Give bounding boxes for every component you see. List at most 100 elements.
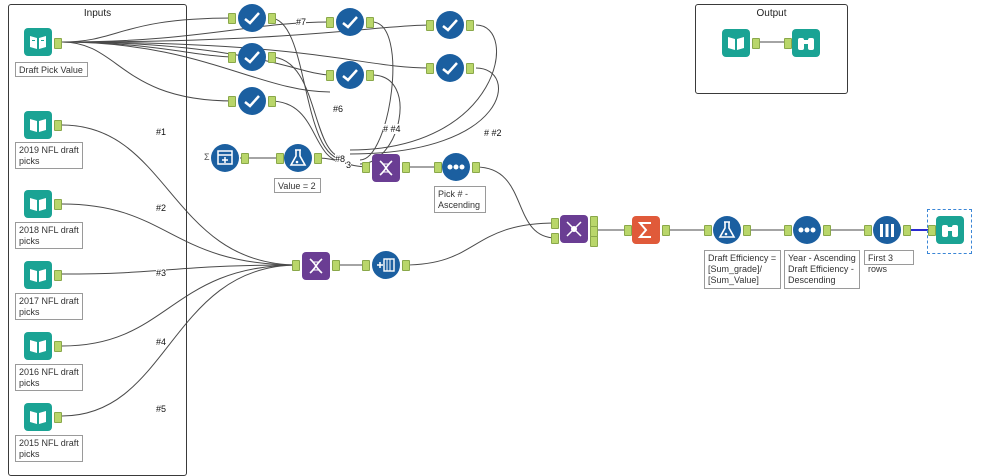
label-2017-nfl-draft-picks: 2017 NFL draft picks <box>15 293 83 320</box>
sigma-marker-icon: Σ <box>204 152 210 162</box>
checkmark-filter-icon <box>244 12 260 25</box>
dots-icon <box>798 227 816 233</box>
filter-tool-6[interactable] <box>436 11 464 39</box>
filter-tool-7[interactable] <box>436 54 464 82</box>
filter-tool-4[interactable] <box>336 8 364 36</box>
anchor[interactable] <box>903 225 911 236</box>
anchor[interactable] <box>366 70 374 81</box>
anchor[interactable] <box>928 225 936 236</box>
dots-icon <box>447 164 465 170</box>
wire-label-6: #6 <box>333 104 344 114</box>
anchor[interactable] <box>662 225 670 236</box>
anchor[interactable] <box>784 38 792 49</box>
anchor[interactable] <box>326 17 334 28</box>
anchor[interactable] <box>332 260 340 271</box>
table-plus-icon <box>217 150 233 165</box>
anchor[interactable] <box>228 96 236 107</box>
filter-tool-3[interactable] <box>238 87 266 115</box>
anchor[interactable] <box>466 20 474 31</box>
sample-tool[interactable] <box>873 216 901 244</box>
text-input-tool[interactable] <box>211 144 239 172</box>
join-tool[interactable] <box>560 215 588 243</box>
checkmark-filter-icon <box>342 16 358 29</box>
anchor[interactable] <box>466 63 474 74</box>
wire-label-3b: 3 <box>346 160 352 170</box>
anchor[interactable] <box>823 225 831 236</box>
anchor[interactable] <box>268 13 276 24</box>
sort-tool-pick[interactable] <box>442 153 470 181</box>
sort-tool-year[interactable] <box>793 216 821 244</box>
output-container-title: Output <box>756 8 787 19</box>
output-browse-tool[interactable] <box>792 29 820 57</box>
anchor[interactable] <box>362 260 370 271</box>
union-tool-1[interactable] <box>372 154 400 182</box>
anchor[interactable] <box>54 270 62 281</box>
anchor[interactable] <box>590 236 598 247</box>
input-2017-nfl-draft-picks[interactable] <box>24 261 52 289</box>
anchor[interactable] <box>752 38 760 49</box>
browse-tool[interactable] <box>936 216 964 244</box>
label-2016-nfl-draft-picks: 2016 NFL draft picks <box>15 364 83 391</box>
anchor[interactable] <box>434 162 442 173</box>
anchor[interactable] <box>784 225 792 236</box>
anchor[interactable] <box>743 225 751 236</box>
formula-tool-efficiency[interactable] <box>713 216 741 244</box>
checkmark-filter-icon <box>244 51 260 64</box>
anchor[interactable] <box>292 260 300 271</box>
book-icon <box>30 411 46 424</box>
anchor[interactable] <box>54 199 62 210</box>
anchor[interactable] <box>402 260 410 271</box>
anchor[interactable] <box>426 63 434 74</box>
anchor[interactable] <box>864 225 872 236</box>
filter-tool-5[interactable] <box>336 61 364 89</box>
binoculars-icon <box>942 225 958 237</box>
filter-tool-1[interactable] <box>238 4 266 32</box>
output-input-tool[interactable] <box>722 29 750 57</box>
anchor[interactable] <box>241 153 249 164</box>
filter-tool-2[interactable] <box>238 43 266 71</box>
anchor[interactable] <box>54 120 62 131</box>
anchor[interactable] <box>551 233 559 244</box>
book-icon <box>30 36 46 49</box>
anchor[interactable] <box>624 225 632 236</box>
anchor[interactable] <box>402 162 410 173</box>
anchor[interactable] <box>276 153 284 164</box>
formula-tool-value[interactable] <box>284 144 312 172</box>
anchor[interactable] <box>54 412 62 423</box>
anchor[interactable] <box>314 153 322 164</box>
label-sort-year: Year - Ascending Draft Efficiency - Desc… <box>784 250 860 289</box>
anchor[interactable] <box>228 52 236 63</box>
output-container[interactable]: Output <box>695 4 848 94</box>
checkmark-filter-icon <box>442 19 458 32</box>
anchor[interactable] <box>326 70 334 81</box>
anchor[interactable] <box>366 17 374 28</box>
anchor[interactable] <box>704 225 712 236</box>
input-2016-nfl-draft-picks[interactable] <box>24 332 52 360</box>
inputs-container-title: Inputs <box>83 8 112 19</box>
label-formula-value: Value = 2 <box>274 178 321 193</box>
input-2019-nfl-draft-picks[interactable] <box>24 111 52 139</box>
anchor[interactable] <box>472 162 480 173</box>
sigma-icon <box>637 222 651 238</box>
summarize-tool[interactable] <box>632 216 660 244</box>
book-icon <box>30 119 46 132</box>
wire-label-7: #7 <box>296 17 307 27</box>
label-sample-first: First 3 rows <box>864 250 914 274</box>
input-2015-nfl-draft-picks[interactable] <box>24 403 52 431</box>
anchor[interactable] <box>426 20 434 31</box>
anchor[interactable] <box>54 38 62 49</box>
anchor[interactable] <box>268 96 276 107</box>
book-icon <box>30 198 46 211</box>
input-draft-pick-value[interactable] <box>24 28 52 56</box>
select-tool[interactable] <box>372 251 400 279</box>
anchor[interactable] <box>362 162 370 173</box>
anchor[interactable] <box>54 341 62 352</box>
flask-icon <box>289 149 307 166</box>
wire-label-8: #8 <box>335 154 346 164</box>
anchor[interactable] <box>551 218 559 229</box>
input-2018-nfl-draft-picks[interactable] <box>24 190 52 218</box>
anchor[interactable] <box>268 52 276 63</box>
union-tool-2[interactable] <box>302 252 330 280</box>
anchor[interactable] <box>228 13 236 24</box>
